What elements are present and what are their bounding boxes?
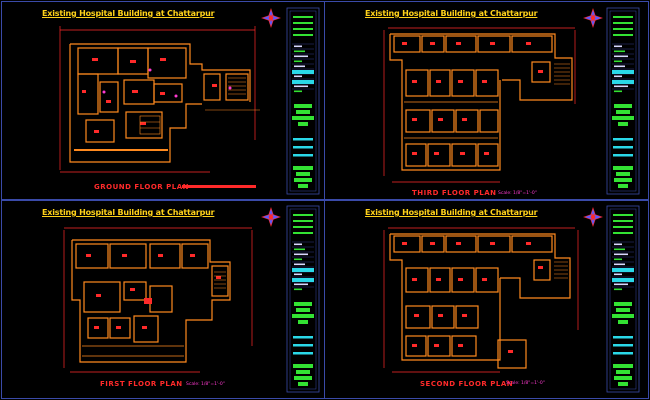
title-block-icon [286, 205, 320, 393]
floor-plan-first [63, 227, 253, 373]
panel-frame-second [324, 200, 649, 399]
room-markers-second [402, 242, 543, 353]
plan-scale-third: Scale: 1/8"=1'-0" [498, 191, 537, 196]
plan-caption-second: SECOND FLOOR PLAN [420, 380, 514, 388]
panel-title-second: Existing Hospital Building at Chattarpur [365, 208, 538, 217]
plan-caption-third: THIRD FLOOR PLAN [412, 189, 497, 197]
room-markers-third [402, 42, 543, 155]
stair-first [214, 271, 226, 289]
panel-title-first: Existing Hospital Building at Chattarpur [42, 208, 215, 217]
title-block-icon [286, 7, 320, 195]
dimension-lines [383, 27, 576, 183]
north-arrow-icon [261, 207, 281, 227]
floor-plan-second [383, 227, 579, 373]
caption-bar-ground [182, 185, 256, 188]
stair-ground [228, 77, 246, 95]
dimension-lines [63, 227, 253, 373]
panel-frame-third [324, 1, 649, 200]
room-markers-first [86, 254, 221, 329]
north-arrow-icon [261, 8, 281, 28]
north-arrow-icon [583, 207, 603, 227]
stair-second [554, 261, 568, 279]
title-block-icon [606, 7, 640, 195]
fixtures-ground [102, 68, 232, 98]
floor-plan-ground [59, 26, 260, 173]
floor-plan-third [383, 27, 576, 183]
room-markers-ground [82, 58, 217, 133]
panel-title-ground: Existing Hospital Building at Chattarpur [42, 9, 215, 18]
plan-scale-second: Scale: 1/8"=1'-0" [506, 381, 545, 386]
entry-steps-ground [139, 115, 161, 135]
plan-scale-first: Scale: 1/8"=1'-0" [186, 382, 225, 387]
stair-third [554, 63, 570, 85]
dimension-lines [383, 227, 579, 373]
panel-title-third: Existing Hospital Building at Chattarpur [365, 9, 538, 18]
dimension-lines [59, 26, 256, 173]
north-arrow-icon [583, 8, 603, 28]
plan-caption-ground: GROUND FLOOR PLAN [94, 183, 189, 191]
plan-caption-first: FIRST FLOOR PLAN [100, 380, 183, 388]
title-block-icon [606, 205, 640, 393]
